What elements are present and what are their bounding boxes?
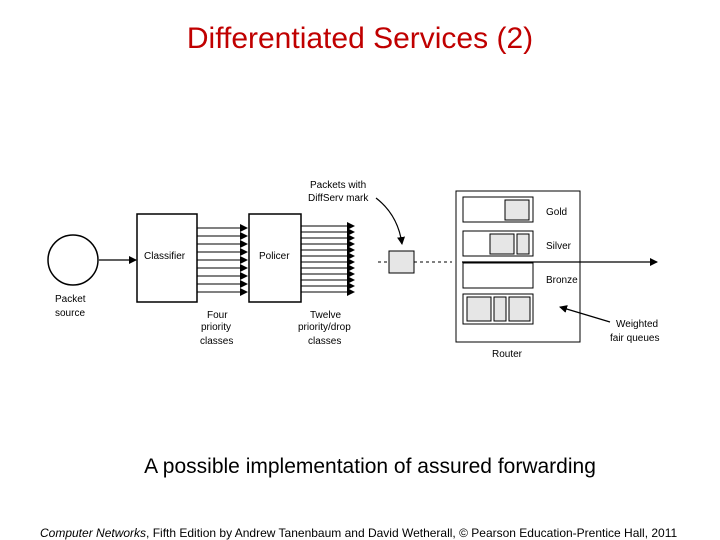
bronze-label: Bronze [546,275,578,286]
four-classes-label-3: classes [200,336,233,347]
fourth-queue [462,293,534,325]
figure-caption: A possible implementation of assured for… [144,455,596,478]
twelve-classes-label-2: priority/drop [298,322,351,333]
marked-packet [388,250,415,274]
footer-citation: , Fifth Edition by Andrew Tanenbaum and … [146,526,678,540]
packet-source-label-1: Packet [55,294,86,305]
four-classes-label-2: priority [201,322,231,333]
weighted-label-2: fair queues [610,333,659,344]
footer-book-title: Computer Networks [40,526,147,540]
packets-pointer-arrow [375,197,406,245]
weighted-label-1: Weighted [616,319,658,330]
bronze-queue [462,262,534,289]
four-classes-label-1: Four [207,310,228,321]
silver-label: Silver [546,241,572,252]
slide-title: Differentiated Services (2) [186,22,534,55]
twelve-class-arrows [301,222,355,296]
weighted-pointer-arrow [559,305,611,323]
router-label: Router [492,349,523,360]
four-class-arrows [197,224,248,296]
classifier-box [136,213,198,303]
silver-queue [462,230,534,257]
classifier-label: Classifier [144,251,186,262]
packets-label-1: Packets with [310,180,366,191]
gold-label: Gold [546,207,567,218]
policer-box [248,213,302,303]
packets-label-2: DiffServ mark [308,193,369,204]
policer-label: Policer [259,251,290,262]
twelve-classes-label-3: classes [308,336,341,347]
slide-footer: Computer Networks, Fifth Edition by Andr… [40,526,677,540]
packet-source-label-2: source [55,308,85,319]
packet-source-circle [47,234,99,286]
gold-queue [462,196,534,223]
twelve-classes-label-1: Twelve [310,310,342,321]
